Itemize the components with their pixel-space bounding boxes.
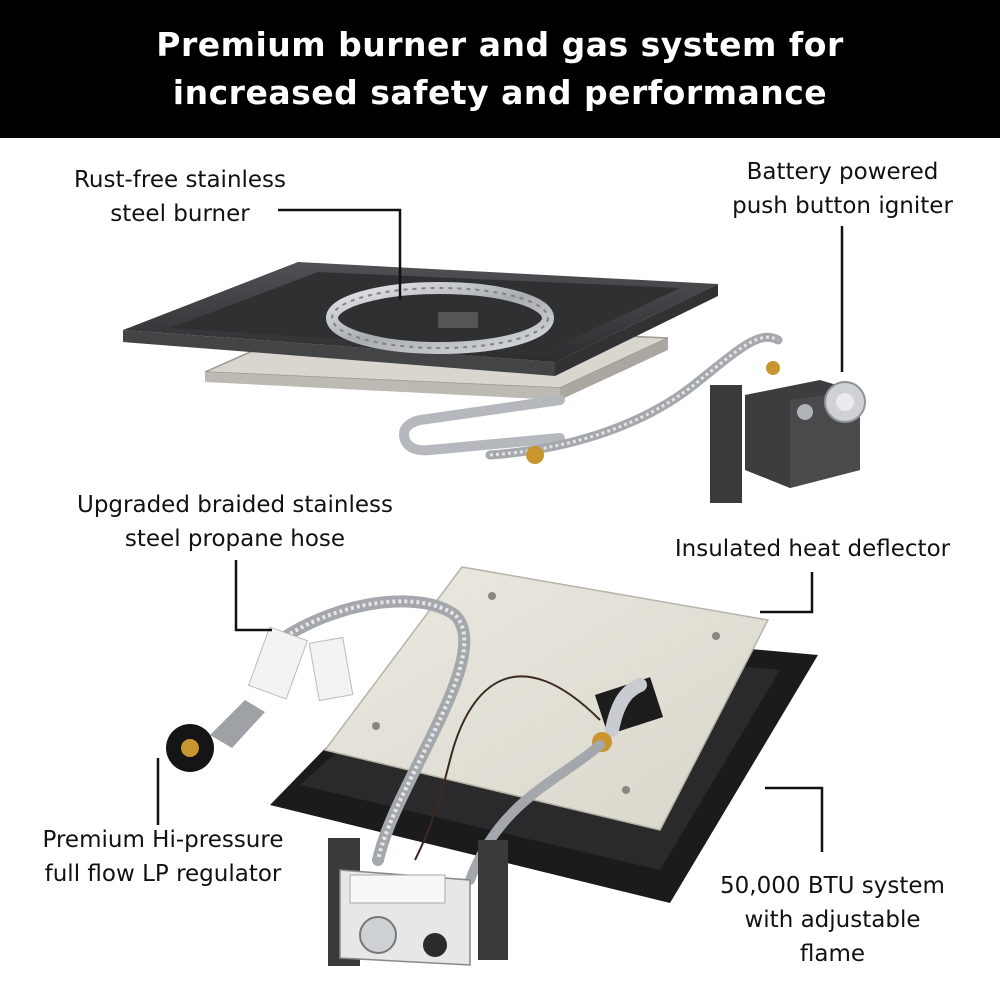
callout-btu-line-2: with adjustable bbox=[744, 907, 921, 933]
burner-callout-line bbox=[278, 208, 402, 300]
callout-hose-line-1: Upgraded braided stainless bbox=[76, 492, 393, 518]
callout-hose-line-2: steel propane hose bbox=[124, 526, 346, 552]
brass-fitting-top bbox=[526, 446, 544, 464]
callout-burner-line-2: steel burner bbox=[110, 201, 250, 227]
mount-bracket bbox=[710, 385, 742, 503]
title-banner: Premium burner and gas system for increa… bbox=[0, 0, 1000, 138]
igniter-wire bbox=[414, 675, 601, 861]
callout-igniter-line-1: Battery powered bbox=[746, 159, 939, 185]
callout-lines bbox=[156, 208, 844, 852]
valve-label-sticker bbox=[349, 874, 446, 904]
callout-btu-line-1: 50,000 BTU system bbox=[720, 873, 945, 899]
valve-igniter-button bbox=[423, 933, 447, 957]
top-burner-assembly bbox=[123, 262, 866, 503]
callout-deflector-line-1: Insulated heat deflector bbox=[674, 536, 951, 562]
callout-igniter-line-2: push button igniter bbox=[732, 193, 953, 219]
callout-igniter: Battery powered push button igniter bbox=[710, 155, 975, 223]
flame-control-knob bbox=[359, 916, 397, 954]
callout-burner-line-1: Rust-free stainless bbox=[73, 167, 287, 193]
callout-deflector: Insulated heat deflector bbox=[660, 532, 965, 566]
hose-tag-2 bbox=[308, 636, 354, 702]
top-gas-pipe bbox=[399, 395, 565, 456]
banner-title-line-2: increased safety and performance bbox=[172, 73, 828, 112]
insulated-heat-deflector bbox=[323, 566, 770, 831]
top-deflector-edge bbox=[205, 372, 560, 400]
callout-btu: 50,000 BTU system with adjustable flame bbox=[715, 869, 950, 971]
lp-regulator-body bbox=[210, 700, 265, 748]
deflector-callout-line bbox=[760, 572, 814, 614]
hose-callout-line bbox=[234, 560, 272, 632]
valve-bracket-right bbox=[478, 840, 508, 960]
banner-title-line-1: Premium burner and gas system for bbox=[156, 25, 844, 64]
callout-burner: Rust-free stainless steel burner bbox=[60, 163, 300, 231]
callout-regulator: Premium Hi-pressure full flow LP regulat… bbox=[28, 823, 298, 891]
callout-hose: Upgraded braided stainless steel propane… bbox=[55, 488, 415, 556]
btu-callout-line bbox=[765, 786, 824, 852]
callout-regulator-line-1: Premium Hi-pressure bbox=[42, 827, 284, 853]
hose-tag-1 bbox=[247, 626, 309, 700]
bottom-assembly bbox=[166, 566, 818, 966]
callout-regulator-line-2: full flow LP regulator bbox=[44, 861, 282, 887]
callout-btu-line-3: flame bbox=[799, 941, 866, 967]
burner-inlet-tube bbox=[605, 678, 647, 737]
